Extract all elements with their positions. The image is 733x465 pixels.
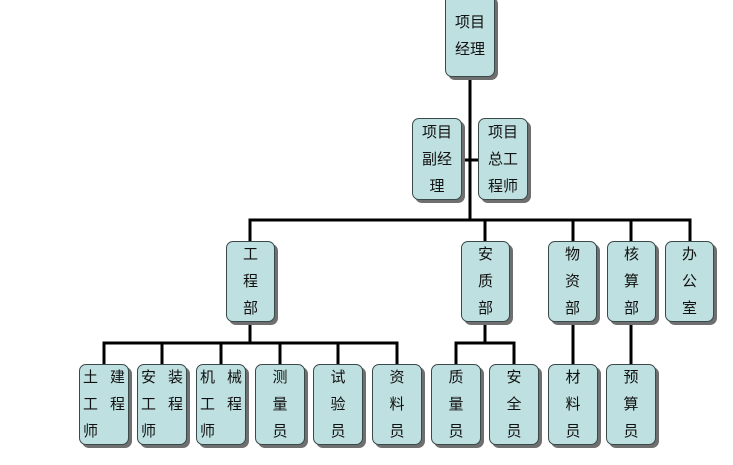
node-staff-safety-officer: 安 全 员 <box>489 364 539 445</box>
node-label: 预 <box>623 368 639 386</box>
node-label: 员 <box>565 422 581 440</box>
node-label: 程师 <box>487 176 518 195</box>
node-label: 材 <box>565 368 581 386</box>
node-label: 副经 <box>421 149 452 168</box>
node-label: 员 <box>448 422 464 440</box>
node-label: 料 <box>565 395 581 413</box>
node-label: 部 <box>242 299 258 317</box>
node-dept-accounting: 核 算 部 <box>607 241 656 322</box>
node-label: 员 <box>272 422 288 440</box>
node-label: 全 <box>506 395 522 413</box>
node-label: 工 <box>242 245 258 263</box>
node-label: 验 <box>330 395 346 413</box>
node-label: 量 <box>448 395 464 413</box>
node-label: 工程 <box>140 395 195 413</box>
node-label: 员 <box>330 422 346 440</box>
node-label: 程 <box>242 272 258 290</box>
node-label: 项目 <box>487 122 518 141</box>
node-label: 部 <box>477 299 493 317</box>
node-label: 项目 <box>454 12 485 31</box>
node-label: 师 <box>200 422 228 440</box>
node-label: 物 <box>564 245 580 263</box>
node-staff-budget-clerk: 预 算 员 <box>606 364 656 445</box>
node-staff-mechanical-engineer: 机械 工程 师 <box>196 364 246 445</box>
node-label: 质 <box>477 272 493 290</box>
node-label: 安 <box>477 245 493 263</box>
node-staff-civil-engineer: 土建 工程 师 <box>79 364 129 445</box>
node-dept-engineering: 工 程 部 <box>226 241 275 322</box>
node-label: 安 <box>506 368 522 386</box>
node-label: 测 <box>272 368 288 386</box>
node-label: 室 <box>681 299 697 317</box>
node-label: 工程 <box>199 395 254 413</box>
node-label: 经理 <box>454 39 485 58</box>
node-label: 师 <box>141 422 169 440</box>
node-label: 工程 <box>82 395 137 413</box>
node-label: 员 <box>389 422 405 440</box>
node-label: 员 <box>623 422 639 440</box>
node-label: 师 <box>83 422 111 440</box>
node-deputy-manager: 项目 副经 理 <box>412 118 462 200</box>
node-staff-tester: 试 验 员 <box>313 364 363 445</box>
node-label: 办 <box>681 245 697 263</box>
node-dept-office: 办 公 室 <box>665 241 714 322</box>
node-staff-materials-clerk: 材 料 员 <box>548 364 598 445</box>
node-label: 部 <box>623 299 639 317</box>
node-label: 安装 <box>140 368 195 386</box>
node-label: 员 <box>506 422 522 440</box>
node-dept-materials: 物 资 部 <box>548 241 597 322</box>
node-label: 料 <box>389 395 405 413</box>
node-label: 算 <box>623 272 639 290</box>
node-label: 总工 <box>487 149 518 168</box>
node-label: 资 <box>389 368 405 386</box>
node-label: 质 <box>448 368 464 386</box>
node-label: 资 <box>564 272 580 290</box>
node-project-manager: 项目 经理 <box>445 0 495 77</box>
node-staff-document-clerk: 资 料 员 <box>372 364 422 445</box>
node-label: 量 <box>272 395 288 413</box>
node-label: 试 <box>330 368 346 386</box>
node-label: 算 <box>623 395 639 413</box>
node-staff-surveyor: 测 量 员 <box>255 364 305 445</box>
node-staff-quality-inspector: 质 量 员 <box>431 364 481 445</box>
node-label: 部 <box>564 299 580 317</box>
node-label: 公 <box>681 272 697 290</box>
node-label: 核 <box>623 245 639 263</box>
node-staff-installation-engineer: 安装 工程 师 <box>137 364 187 445</box>
node-label: 土建 <box>82 368 137 386</box>
node-label: 理 <box>429 176 445 195</box>
node-dept-safety-quality: 安 质 部 <box>461 241 510 322</box>
node-label: 项目 <box>421 122 452 141</box>
node-label: 机械 <box>199 368 254 386</box>
node-chief-engineer: 项目 总工 程师 <box>478 118 528 200</box>
